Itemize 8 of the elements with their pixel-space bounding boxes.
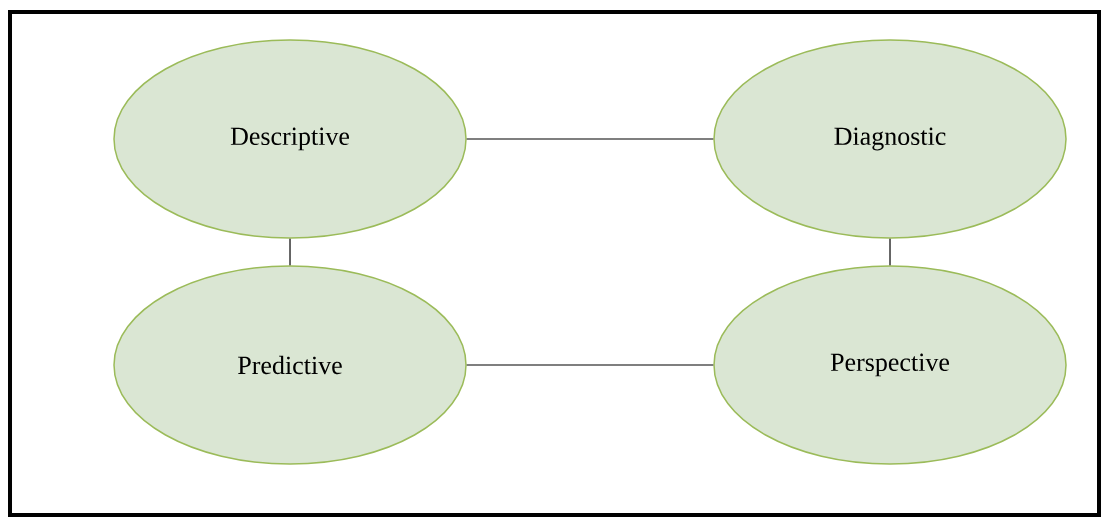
- connector-line: [466, 364, 714, 366]
- ellipse-node: Predictive: [113, 265, 467, 465]
- connector-line: [889, 238, 891, 266]
- connector-line: [289, 238, 291, 266]
- ellipse-node: Perspective: [713, 265, 1067, 465]
- ellipse-node: Diagnostic: [713, 39, 1067, 239]
- ellipse-node: Descriptive: [113, 39, 467, 239]
- connector-line: [466, 138, 714, 140]
